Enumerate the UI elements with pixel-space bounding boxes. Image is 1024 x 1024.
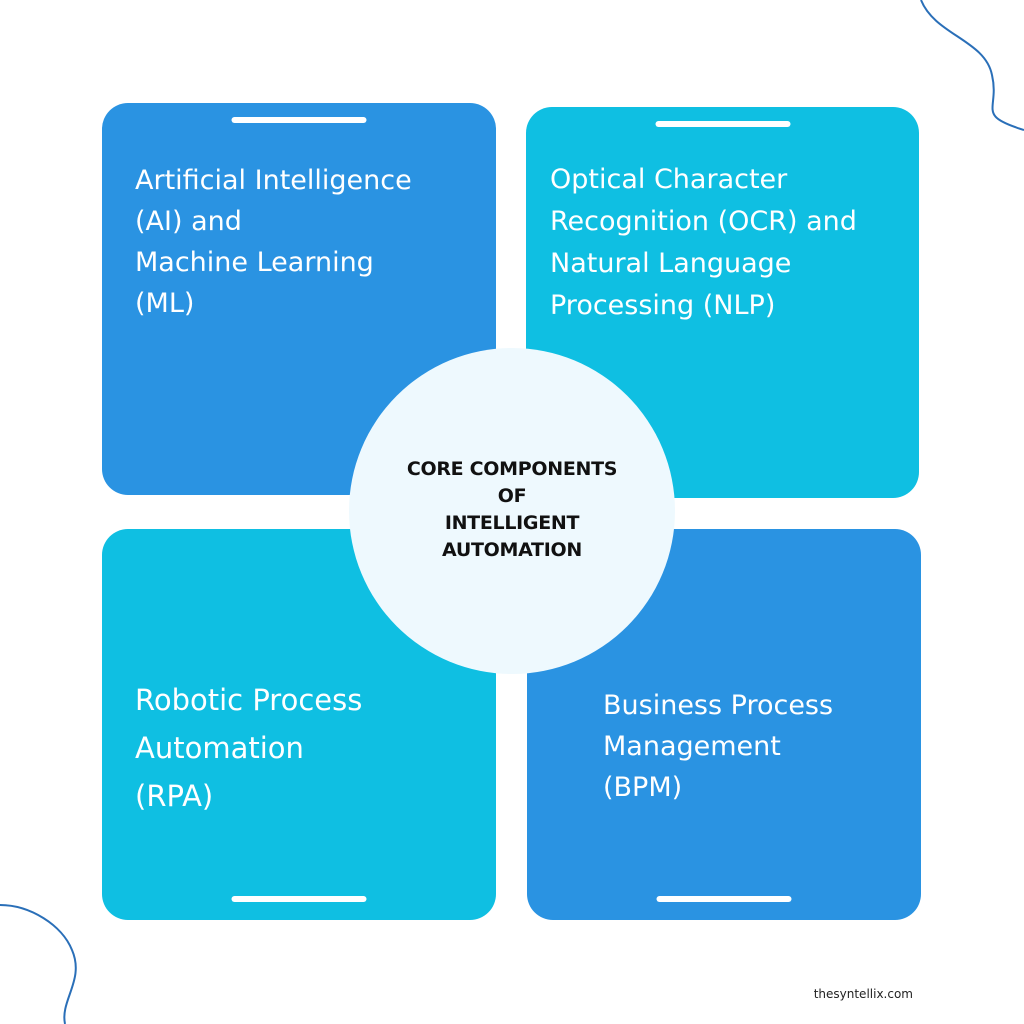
- center-circle: CORE COMPONENTS OF INTELLIGENT AUTOMATIO…: [349, 348, 675, 674]
- card-top-bar: [231, 117, 367, 123]
- center-title: CORE COMPONENTS OF INTELLIGENT AUTOMATIO…: [406, 458, 618, 561]
- bottom-left-wave-curve: [0, 904, 77, 1024]
- card-ai-ml-label: Artificial Intelligence (AI) and Machine…: [135, 165, 412, 319]
- card-ocr-nlp-label: Optical Character Recognition (OCR) and …: [550, 164, 857, 321]
- card-bpm-label: Business Process Management (BPM): [603, 690, 834, 803]
- card-ai-ml: Artificial Intelligence (AI) and Machine…: [102, 103, 496, 495]
- card-bottom-bar: [656, 896, 792, 902]
- card-rpa-label: Robotic Process Automation (RPA): [135, 683, 363, 813]
- top-right-wave-curve: [920, 0, 1024, 131]
- card-bottom-bar: [231, 896, 367, 902]
- card-top-bar: [655, 121, 790, 127]
- footer-site-url: thesyntellix.com: [813, 987, 913, 1001]
